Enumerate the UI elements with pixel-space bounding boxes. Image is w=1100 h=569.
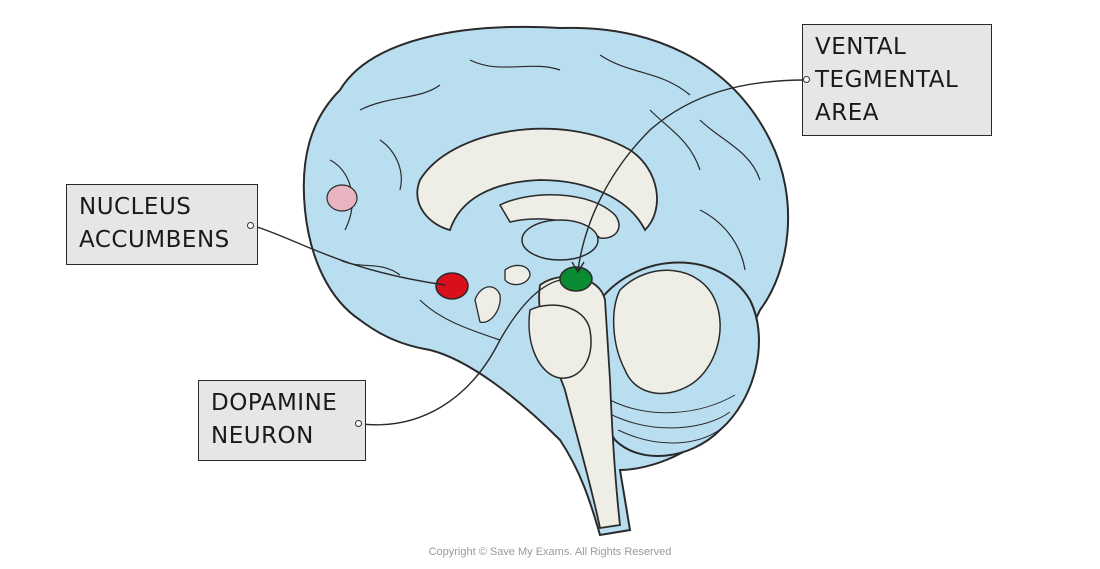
cerebellum-folia xyxy=(609,394,736,444)
dopamine-neuron-label: DOPAMINE NEURON xyxy=(198,380,366,461)
anterior-commissure xyxy=(474,286,501,323)
nucleus-accumbens-spot xyxy=(435,272,469,300)
vta-label-line-3: AREA xyxy=(815,100,879,126)
vta-arrowhead xyxy=(571,261,585,274)
nucleus-accumbens-label-line-2: ACCUMBENS xyxy=(79,227,230,253)
nucleus-accumbens-leader-line xyxy=(253,225,446,286)
dopamine-neuron-label-line-1: DOPAMINE xyxy=(211,390,338,416)
prefrontal-cortex-spot xyxy=(326,184,358,212)
thalamus xyxy=(521,219,599,261)
vta-label-line-1: VENTAL xyxy=(815,34,907,60)
vta-tag-hole xyxy=(803,76,810,83)
corpus-callosum xyxy=(416,127,658,232)
dopamine-neuron-tag-hole xyxy=(355,420,362,427)
dopamine-neuron-leader-line xyxy=(361,279,561,426)
dopamine-neuron-label-line-2: NEURON xyxy=(211,423,314,449)
vta-label-line-2: TEGMENTAL xyxy=(815,67,959,93)
vta-label: VENTAL TEGMENTAL AREA xyxy=(802,24,992,136)
nucleus-accumbens-label-line-1: NUCLEUS xyxy=(79,194,192,220)
ventral-tegmental-area-spot xyxy=(559,266,593,292)
cerebellum-white-matter xyxy=(612,269,721,395)
nucleus-accumbens-tag-hole xyxy=(247,222,254,229)
pons xyxy=(528,304,592,379)
vta-leader-line xyxy=(577,79,807,271)
optic-chiasm xyxy=(504,264,531,286)
copyright-notice: Copyright © Save My Exams. All Rights Re… xyxy=(428,546,672,558)
nucleus-accumbens-label: NUCLEUS ACCUMBENS xyxy=(66,184,258,265)
